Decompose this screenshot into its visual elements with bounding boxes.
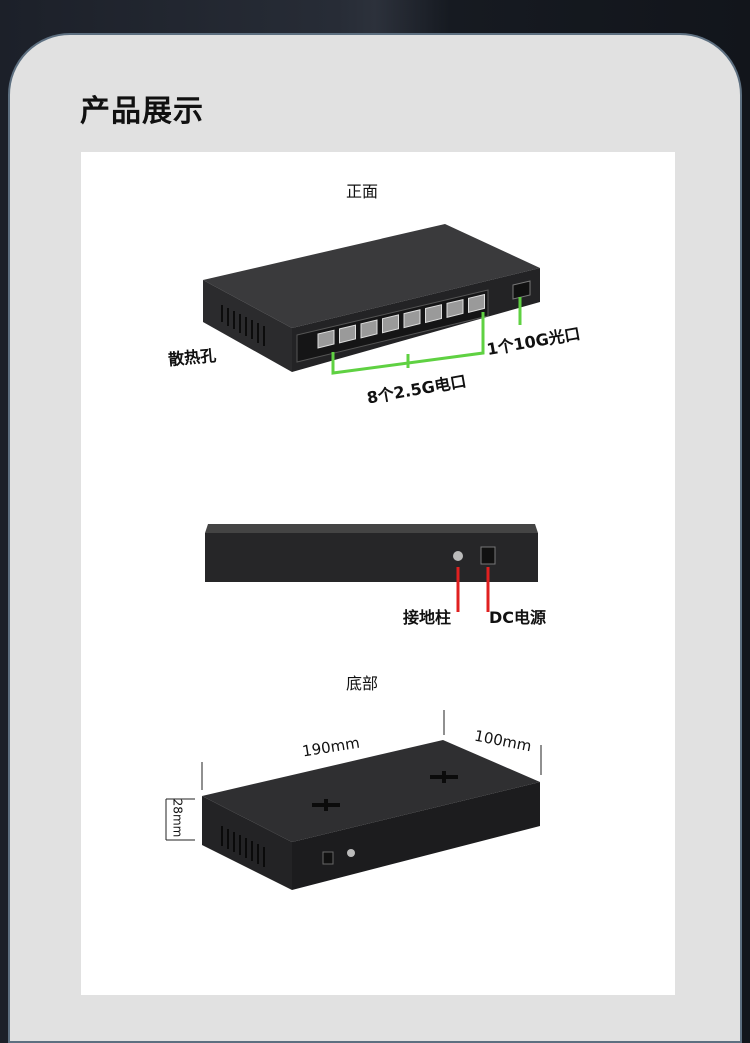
rj45-port — [446, 298, 464, 319]
rj45-port — [403, 309, 421, 329]
vent-slots — [221, 305, 265, 346]
dc-jack-icon — [480, 546, 496, 565]
vents-label: 散热孔 — [167, 345, 217, 370]
sfp-port — [512, 280, 531, 300]
bottom-heading: 底部 — [346, 674, 379, 693]
rj45-port — [425, 304, 442, 324]
rj45-port — [339, 324, 356, 344]
dimension-lines — [165, 710, 542, 841]
height-dimension: 28mm — [170, 798, 185, 838]
page-title: 产品展示 — [80, 94, 204, 129]
ground-post-label: 接地柱 — [403, 608, 452, 627]
switch-front-view — [203, 224, 540, 372]
rj45-port — [468, 293, 485, 313]
rj45-port — [360, 319, 378, 339]
dc-power-label: DC电源 — [489, 608, 547, 627]
switch-back-view — [205, 524, 538, 612]
front-heading: 正面 — [346, 182, 379, 201]
ground-post-icon — [453, 551, 463, 561]
green-callout-lines — [331, 297, 522, 375]
rj45-ports — [317, 293, 485, 349]
rj45-port — [317, 329, 335, 349]
rj45-port — [382, 314, 399, 334]
product-illustrations — [165, 224, 542, 890]
switch-bottom-view — [165, 710, 542, 890]
